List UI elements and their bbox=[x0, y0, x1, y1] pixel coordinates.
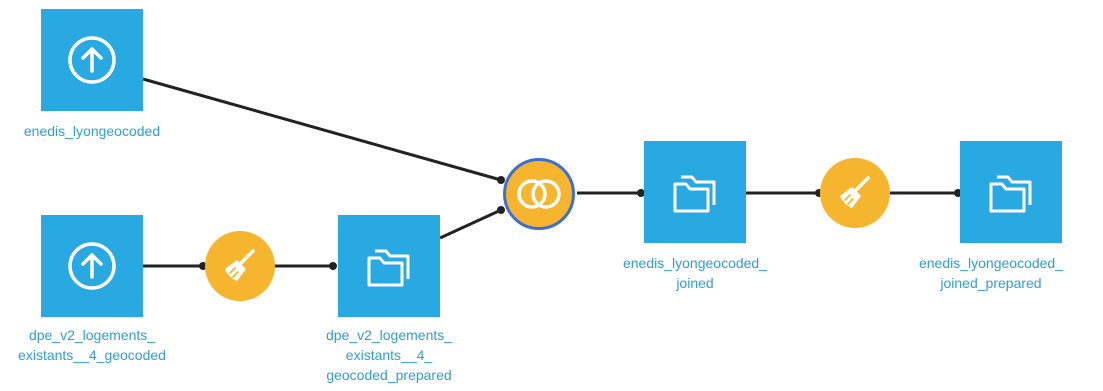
join-recipe-node[interactable] bbox=[503, 158, 575, 230]
dataset-node-dpe-geocoded[interactable] bbox=[41, 215, 143, 317]
edge-endpoint-dot bbox=[637, 189, 645, 197]
upload-icon bbox=[68, 242, 116, 290]
folder-icon bbox=[367, 249, 410, 287]
join-icon bbox=[517, 179, 561, 209]
dataset-tile[interactable] bbox=[960, 141, 1062, 243]
edge-dpe-prepared-to-join bbox=[439, 208, 502, 240]
dataset-label-enedis-lyongeocoded[interactable]: enedis_lyongeocoded bbox=[23, 123, 161, 139]
prepare-recipe-node[interactable] bbox=[820, 158, 890, 228]
folder-icon bbox=[673, 175, 716, 213]
edge-endpoint-dot bbox=[497, 176, 505, 184]
edge-endpoint-dot bbox=[497, 206, 505, 214]
dataset-label-dpe-geocoded[interactable]: dpe_v2_logements_ existants__4_geocoded bbox=[18, 327, 166, 363]
dataset-node-dpe-geocoded-prepared[interactable] bbox=[338, 215, 440, 317]
dataset-tile[interactable] bbox=[644, 141, 746, 243]
dataset-node-enedis-joined-prepared[interactable] bbox=[960, 141, 1062, 243]
dataset-label-dpe-geocoded-prepared[interactable]: dpe_v2_logements_ existants__4_ geocoded… bbox=[325, 327, 453, 383]
edge-endpoint-dot bbox=[329, 262, 337, 270]
dataset-tile[interactable] bbox=[41, 9, 143, 111]
broom-icon bbox=[225, 249, 255, 281]
dataset-node-enedis-lyongeocoded[interactable] bbox=[41, 9, 143, 111]
edge-enedis-to-join bbox=[142, 77, 502, 182]
dataset-tile[interactable] bbox=[338, 215, 440, 317]
prepare-recipe-node[interactable] bbox=[205, 231, 275, 301]
broom-icon bbox=[840, 176, 870, 208]
dataset-node-enedis-joined[interactable] bbox=[644, 141, 746, 243]
dataset-label-enedis-joined-prepared[interactable]: enedis_lyongeocoded_ joined_prepared bbox=[918, 255, 1063, 291]
dataset-tile[interactable] bbox=[41, 215, 143, 317]
dataset-label-enedis-joined[interactable]: enedis_lyongeocoded_ joined bbox=[622, 255, 767, 291]
folder-icon bbox=[989, 175, 1032, 213]
upload-icon bbox=[68, 36, 116, 84]
